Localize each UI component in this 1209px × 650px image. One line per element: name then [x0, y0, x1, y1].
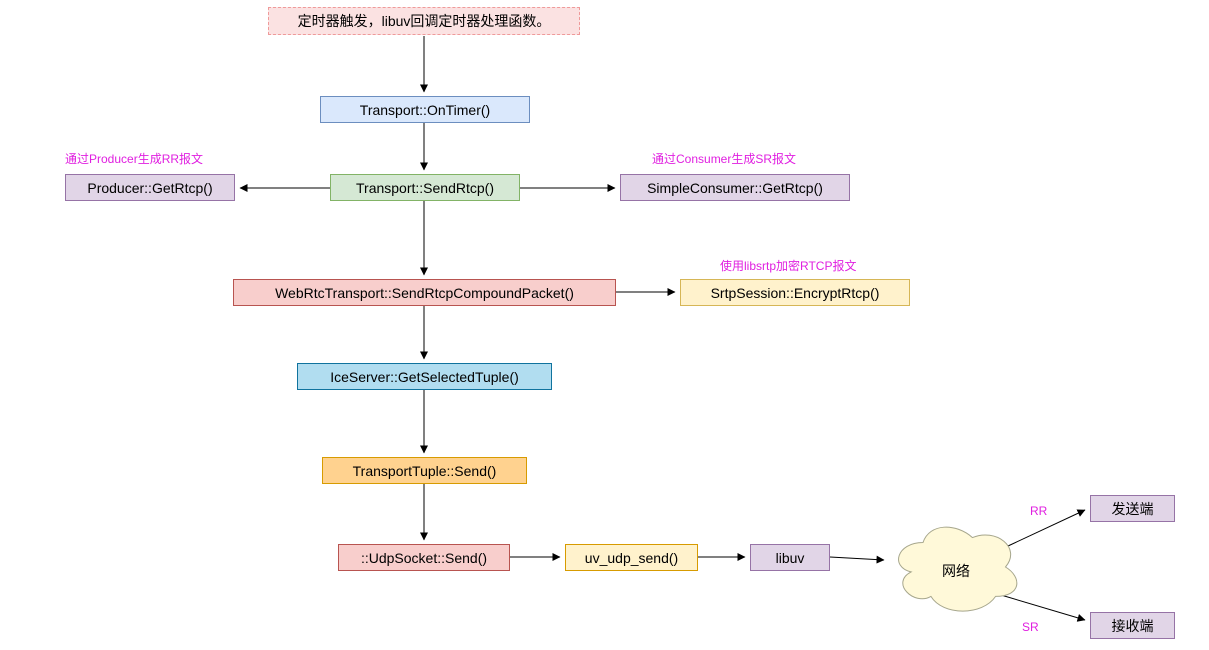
node-srtpsession-encryptrtcp: SrtpSession::EncryptRtcp(): [680, 279, 910, 306]
node-uv-udp-send: uv_udp_send(): [565, 544, 698, 571]
node-producer-getrtcp: Producer::GetRtcp(): [65, 174, 235, 201]
node-receiver: 接收端: [1090, 612, 1175, 639]
annotation-producer-rr: 通过Producer生成RR报文: [65, 152, 204, 166]
arrow-libuv-to-network: [829, 555, 885, 564]
annotation-sr-label: SR: [1022, 620, 1039, 634]
node-udpsocket-send: ::UdpSocket::Send(): [338, 544, 510, 571]
node-webrtctransport-sendrtcpcompoundpacket: WebRtcTransport::SendRtcpCompoundPacket(…: [233, 279, 616, 306]
annotation-rr-label: RR: [1030, 504, 1048, 518]
node-sender: 发送端: [1090, 495, 1175, 522]
node-libuv: libuv: [750, 544, 830, 571]
network-cloud-label: 网络: [942, 563, 970, 579]
node-transport-sendrtcp: Transport::SendRtcp(): [330, 174, 520, 201]
annotation-libsrtp-encrypt: 使用libsrtp加密RTCP报文: [720, 259, 857, 273]
arrow-network-to-receiver: [1000, 594, 1086, 622]
node-transporttuple-send: TransportTuple::Send(): [322, 457, 527, 484]
node-transport-ontimer: Transport::OnTimer(): [320, 96, 530, 123]
node-simpleconsumer-getrtcp: SimpleConsumer::GetRtcp(): [620, 174, 850, 201]
node-iceserver-getselectedtuple: IceServer::GetSelectedTuple(): [297, 363, 552, 390]
arrow-network-to-sender: [1007, 509, 1086, 547]
timer-note: 定时器触发，libuv回调定时器处理函数。: [268, 7, 580, 35]
network-cloud-shape: [898, 526, 1018, 612]
annotation-consumer-sr: 通过Consumer生成SR报文: [652, 152, 797, 166]
